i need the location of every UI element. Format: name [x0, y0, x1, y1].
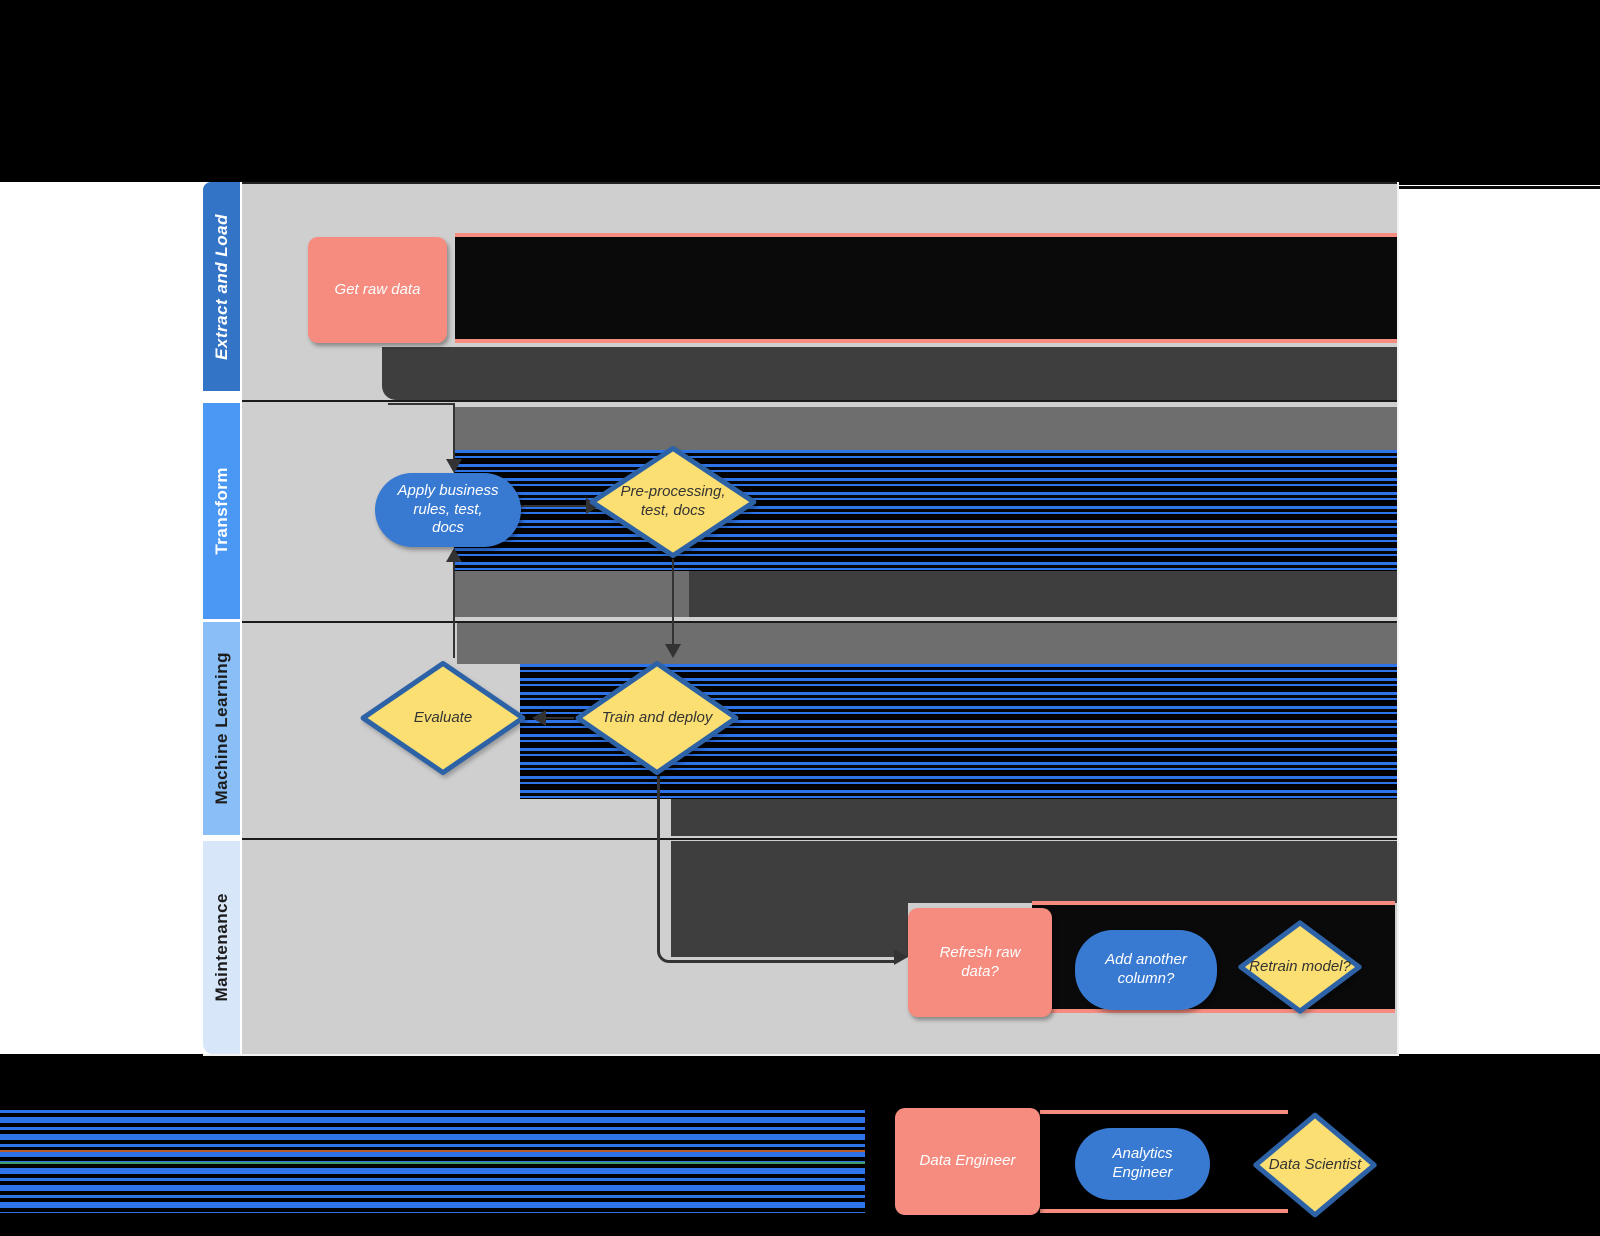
node-label: Retrain model?	[1249, 957, 1351, 975]
node-retrain-model[interactable]: Retrain model?	[1237, 920, 1363, 1014]
node-label: Pre-processing, test, docs	[620, 483, 726, 519]
lane-label: Transform	[211, 467, 231, 555]
connector-applyrules-to-preprocessing	[518, 505, 587, 507]
connector-getdata-to-applyrules	[388, 403, 455, 405]
arrowhead-into-applyrules-bottom	[446, 548, 462, 562]
right-margin	[1399, 185, 1600, 1054]
connector-traindeploy-to-refresh	[657, 776, 897, 963]
node-get-raw-data[interactable]: Get raw data	[308, 237, 447, 343]
connector-getdata-to-applyrules	[453, 403, 455, 459]
swimlane-diagram: Extract and Load Transform Machine Learn…	[203, 182, 1399, 1056]
legend-label: Analytics Engineer	[1112, 1145, 1173, 1181]
diamond-shape	[358, 660, 528, 776]
lane-header-machine-learning[interactable]: Machine Learning	[203, 622, 240, 835]
diagram-top-border	[242, 182, 1397, 184]
arrowhead-into-traindeploy	[665, 644, 681, 658]
diamond-shape	[1237, 920, 1363, 1014]
glitch-orange-line	[0, 1150, 865, 1152]
node-add-another-column[interactable]: Add another column?	[1075, 930, 1217, 1010]
node-evaluate[interactable]: Evaluate	[358, 660, 528, 776]
arrowhead-into-refresh	[894, 949, 908, 965]
glitch-charcoal-lane1	[382, 347, 1397, 400]
glitch-charcoal-lane4	[671, 841, 1397, 903]
legend-data-engineer[interactable]: Data Engineer	[895, 1108, 1040, 1215]
glitch-charcoal-lane3	[671, 799, 1397, 836]
connector-preprocessing-to-traindeploy	[672, 559, 674, 644]
lane-header-extract-and-load[interactable]: Extract and Load	[203, 182, 240, 391]
node-label: Refresh raw data?	[939, 943, 1021, 980]
lane-divider	[242, 621, 1397, 623]
arrowhead-into-evaluate	[532, 710, 546, 726]
glitch-edge-line	[1397, 186, 1600, 189]
legend-analytics-engineer[interactable]: Analytics Engineer	[1075, 1128, 1210, 1200]
glitch-gray-lane3	[457, 623, 1397, 664]
legend-label: Data Scientist	[1268, 1155, 1362, 1173]
left-margin	[0, 182, 203, 1054]
glitch-green-line	[0, 1162, 865, 1164]
lane-divider	[242, 838, 1397, 840]
node-apply-business-rules[interactable]: Apply business rules, test, docs	[375, 473, 521, 547]
lane-header-transform[interactable]: Transform	[203, 403, 240, 619]
lane-divider	[242, 400, 1397, 402]
lane-label: Machine Learning	[211, 652, 231, 805]
lane-label: Extract and Load	[211, 213, 231, 360]
lane-label: Maintenance	[211, 893, 231, 1002]
legend-glitch-line-top	[1040, 1110, 1288, 1114]
node-pre-processing[interactable]: Pre-processing, test, docs	[587, 445, 759, 559]
node-label: Evaluate	[413, 708, 473, 726]
glitch-charcoal-lane4-left	[671, 903, 908, 957]
node-label: Add another column?	[1105, 951, 1187, 987]
glitch-black-band-lane1	[455, 233, 1397, 343]
arrowhead-into-applyrules	[446, 459, 462, 473]
legend-label: Data Engineer	[919, 1152, 1016, 1170]
legend-data-scientist[interactable]: Data Scientist	[1252, 1112, 1378, 1218]
glitch-stripes-bottom	[0, 1108, 865, 1213]
diamond-shape	[573, 660, 741, 776]
connector-traindeploy-to-evaluate	[546, 717, 574, 719]
diamond-shape	[587, 445, 759, 559]
node-train-and-deploy[interactable]: Train and deploy	[573, 660, 741, 776]
lane-header-maintenance[interactable]: Maintenance	[203, 841, 240, 1054]
diamond-shape	[1252, 1112, 1378, 1218]
node-label: Get raw data	[334, 280, 421, 298]
node-label: Apply business rules, test, docs	[397, 481, 499, 537]
legend-glitch-line-bottom	[1040, 1209, 1288, 1213]
node-label: Train and deploy	[601, 708, 713, 726]
node-refresh-raw-data[interactable]: Refresh raw data?	[908, 908, 1052, 1017]
glitch-charcoal-lane2	[689, 571, 1397, 617]
connector-evaluate-to-applyrules	[453, 562, 455, 658]
